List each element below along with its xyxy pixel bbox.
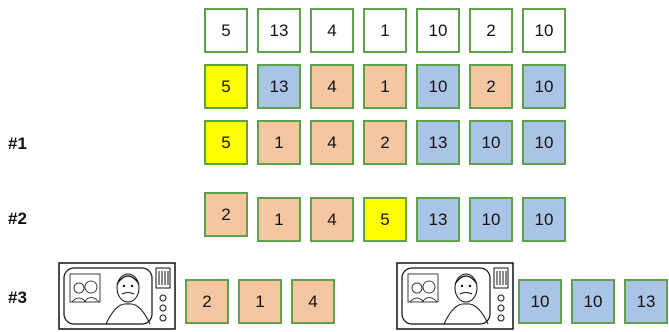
pivot-cell: 5 — [204, 120, 248, 165]
cell: 10 — [522, 197, 566, 242]
cell: 4 — [310, 120, 354, 165]
cell: 1 — [257, 197, 301, 242]
pivot-cell: 5 — [204, 64, 248, 109]
cell: 4 — [310, 197, 354, 242]
cell: 10 — [522, 8, 566, 53]
cell: 13 — [624, 279, 668, 324]
cell: 13 — [257, 64, 301, 109]
cell: 4 — [310, 64, 354, 109]
cell: 1 — [238, 279, 282, 324]
cell: 4 — [291, 279, 335, 324]
pivot-cell: 5 — [363, 197, 407, 242]
cell: 2 — [469, 64, 513, 109]
television-with-people-icon — [396, 262, 514, 330]
cell: 1 — [257, 120, 301, 165]
cell: 2 — [185, 279, 229, 324]
cell: 10 — [416, 64, 460, 109]
cell: 10 — [416, 8, 460, 53]
step-label-2: #2 — [8, 209, 27, 229]
cell: 5 — [204, 8, 248, 53]
cell: 10 — [469, 197, 513, 242]
step-label-3: #3 — [8, 288, 27, 308]
television-with-people-icon — [58, 262, 176, 330]
step-label-1: #1 — [8, 134, 27, 154]
cell: 13 — [257, 8, 301, 53]
cell: 10 — [518, 279, 562, 324]
cell: 13 — [416, 120, 460, 165]
cell: 10 — [522, 120, 566, 165]
cell: 4 — [310, 8, 354, 53]
cell: 2 — [204, 192, 248, 237]
cell: 2 — [363, 120, 407, 165]
cell: 13 — [416, 197, 460, 242]
cell: 10 — [469, 120, 513, 165]
cell: 2 — [469, 8, 513, 53]
cell: 1 — [363, 8, 407, 53]
cell: 10 — [522, 64, 566, 109]
cell: 1 — [363, 64, 407, 109]
cell: 10 — [571, 279, 615, 324]
